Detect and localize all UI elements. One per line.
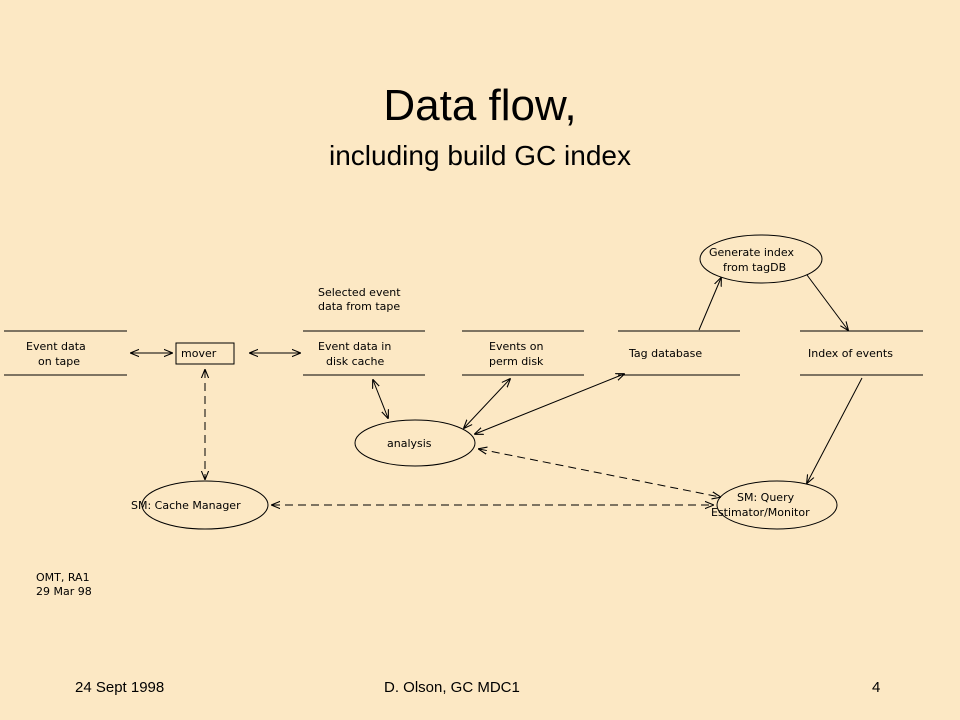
process-generate-index-line1: Generate index: [709, 246, 794, 259]
store-tag-database: Tag database: [618, 330, 740, 376]
process-cache-manager: SM: Cache Manager: [131, 480, 269, 530]
slide-title: Data flow,: [383, 81, 577, 130]
store-event-data-tape-line2: on tape: [38, 355, 80, 368]
footer-author: D. Olson, GC MDC1: [384, 679, 520, 696]
store-event-data-tape: Event data on tape: [4, 330, 127, 376]
slide-subtitle: including build GC index: [329, 140, 631, 171]
store-disk-cache-line1: Event data in: [318, 340, 391, 353]
store-tag-database-label: Tag database: [628, 347, 702, 360]
process-query-estimator: SM: Query Estimator/Monitor: [711, 480, 838, 530]
store-disk-cache-line2: disk cache: [326, 355, 384, 368]
store-event-data-tape-line1: Event data: [26, 340, 86, 353]
flow-generate-index-index-events: [806, 274, 848, 330]
page-number: 4: [872, 679, 881, 696]
process-query-estimator-line2: Estimator/Monitor: [711, 506, 810, 519]
store-perm-disk-line1: Events on: [489, 340, 543, 353]
store-index-events: Index of events: [800, 330, 923, 376]
process-generate-index: Generate index from tagDB: [699, 234, 823, 284]
flow-tag-db-analysis: [475, 374, 624, 434]
store-perm-disk-line2: perm disk: [489, 355, 544, 368]
flow-index-events-query: [807, 377, 863, 483]
store-index-events-label: Index of events: [808, 347, 893, 360]
flow-tag-db-generate-index: [698, 278, 721, 331]
flow-disk-cache-analysis: [373, 380, 388, 418]
annotation-omt-note: OMT, RA1 29 Mar 98: [36, 571, 92, 598]
annotation-selected-event-line1: Selected event: [318, 286, 401, 299]
process-mover: mover: [175, 342, 235, 365]
process-analysis: analysis: [354, 419, 476, 467]
store-perm-disk: Events on perm disk: [462, 330, 584, 376]
annotation-selected-event: Selected event data from tape: [318, 286, 401, 313]
annotation-omt-line1: OMT, RA1: [36, 571, 90, 584]
store-disk-cache: Event data in disk cache: [303, 330, 425, 376]
control-analysis-query: [479, 449, 720, 497]
footer-date: 24 Sept 1998: [75, 679, 165, 696]
annotation-selected-event-line2: data from tape: [318, 300, 400, 313]
process-mover-label: mover: [181, 347, 217, 360]
process-analysis-label: analysis: [387, 437, 432, 450]
process-query-estimator-line1: SM: Query: [737, 491, 795, 504]
process-generate-index-line2: from tagDB: [723, 261, 786, 274]
process-cache-manager-label: SM: Cache Manager: [131, 499, 241, 512]
flow-perm-disk-analysis: [464, 379, 510, 428]
annotation-omt-line2: 29 Mar 98: [36, 585, 92, 598]
